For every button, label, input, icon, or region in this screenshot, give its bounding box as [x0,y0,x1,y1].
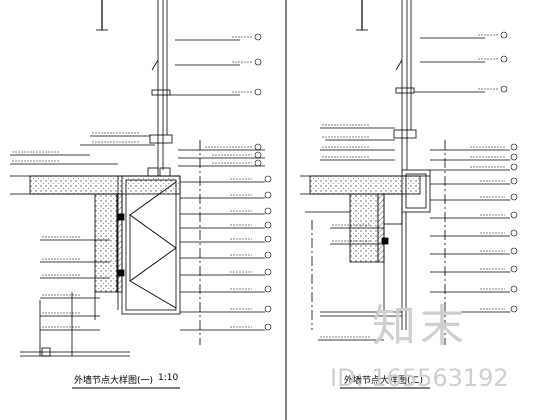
watermark-brand: 知末 [372,301,468,352]
left-drawing-caption: 外墙节点大样图(一) [74,376,154,386]
left-annotations [12,33,272,331]
watermark-id: ID: 165563192 [330,364,509,392]
right-drawing-caption: 外墙节点大样图(二) [344,376,424,386]
right-annotations [320,31,518,338]
right-detail [300,0,510,345]
scale-label: 1:10 [158,373,179,383]
left-detail [10,0,265,357]
